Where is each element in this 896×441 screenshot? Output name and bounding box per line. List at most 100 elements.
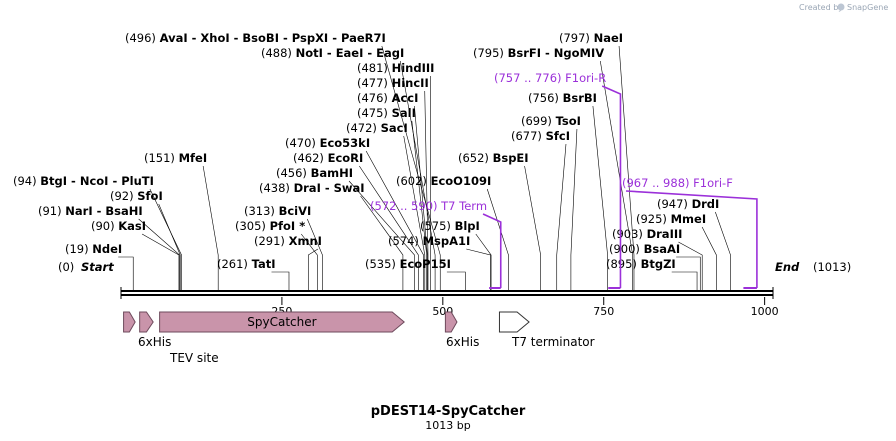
primer-range: (572 .. 590) xyxy=(370,199,441,213)
site-separator: - xyxy=(321,181,334,195)
site-label: (797) NaeI xyxy=(559,31,623,45)
site-label: (92) SfoI xyxy=(110,189,163,203)
site-separator: - xyxy=(93,204,106,218)
primer-label: (757 .. 776) F1ori-R xyxy=(494,71,606,85)
site-leader-line xyxy=(359,165,419,290)
site-label: (472) SacI xyxy=(346,121,408,135)
enzyme-name: DraI xyxy=(294,181,321,195)
feature-arrow xyxy=(159,311,405,333)
site-leader-line xyxy=(556,143,567,290)
site-separator: - xyxy=(188,31,201,45)
enzyme-name: EaeI xyxy=(336,46,364,60)
site-position: (496) xyxy=(125,31,160,45)
site-label: (481) HindIII xyxy=(357,61,434,75)
enzyme-name: XhoI xyxy=(200,31,229,45)
cut-site-lines xyxy=(118,45,731,290)
tick-label: 750 xyxy=(593,305,614,318)
site-position: (795) xyxy=(473,46,508,60)
feature-arrow xyxy=(498,311,530,333)
site-leader-line xyxy=(307,248,319,290)
site-label: (91) NarI - BsaHI xyxy=(38,204,143,218)
enzyme-name: NaeI xyxy=(594,31,623,45)
enzyme-name: BtgI xyxy=(40,174,67,188)
feature-label: 6xHis xyxy=(446,335,479,349)
primer-name: F1ori-F xyxy=(693,176,733,190)
site-position: (652) xyxy=(458,151,493,165)
feature-arrow xyxy=(444,311,458,333)
enzyme-name: EcoRI xyxy=(328,151,364,165)
site-label: (900) BsaAI xyxy=(609,242,680,256)
site-leader-line xyxy=(466,248,491,290)
site-position: (90) xyxy=(91,219,118,233)
enzyme-name: BlpI xyxy=(455,219,480,233)
site-separator: - xyxy=(230,31,243,45)
site-position: (488) xyxy=(261,46,296,60)
site-leader-line xyxy=(118,256,134,290)
enzyme-name: BspEI xyxy=(493,151,529,165)
site-label: (305) PfoI * xyxy=(235,219,305,233)
enzyme-name: SalI xyxy=(392,106,416,120)
site-position: (481) xyxy=(357,61,392,75)
site-leader-line xyxy=(446,271,466,290)
site-position: (151) xyxy=(144,151,179,165)
enzyme-name: Eco53kI xyxy=(320,136,371,150)
site-leader-line xyxy=(618,45,635,290)
site-label: (677) SfcI xyxy=(511,129,570,143)
site-leader-line xyxy=(365,150,424,290)
site-position: (472) xyxy=(346,121,381,135)
site-leader-line xyxy=(676,256,701,290)
site-leader-line xyxy=(141,233,180,290)
site-separator: - xyxy=(541,46,554,60)
site-position: (475) xyxy=(357,106,392,120)
end-position: (1013) xyxy=(813,260,851,274)
site-position: (476) xyxy=(357,91,392,105)
snapgene-watermark: Created by SnapGene xyxy=(799,3,888,12)
enzyme-name: NcoI xyxy=(80,174,109,188)
site-label: (947) DrdI xyxy=(657,197,719,211)
site-leader-line xyxy=(715,211,731,290)
site-position: (313) xyxy=(244,204,279,218)
site-position: (699) xyxy=(521,114,556,128)
site-label: (795) BsrFI - NgoMIV xyxy=(473,46,604,60)
enzyme-name: XmnI xyxy=(289,234,322,248)
backbone xyxy=(120,287,774,299)
enzyme-name: BsaAI xyxy=(644,242,681,256)
enzyme-name: BamHI xyxy=(311,166,353,180)
site-position: (438) xyxy=(259,181,294,195)
site-label: (488) NotI - EaeI - EagI xyxy=(261,46,404,60)
site-position: (462) xyxy=(293,151,328,165)
enzyme-name: AccI xyxy=(392,91,419,105)
site-leader-line xyxy=(592,105,608,290)
site-position: (535) xyxy=(365,257,400,271)
enzyme-name: MspA1I xyxy=(423,234,471,248)
site-leader-line xyxy=(475,233,492,290)
site-position: (900) xyxy=(609,242,644,256)
site-leader-line xyxy=(138,218,180,290)
site-position: (677) xyxy=(511,129,546,143)
site-label: (925) MmeI xyxy=(636,212,706,226)
site-leader-line xyxy=(701,226,717,290)
site-position: (291) xyxy=(254,234,289,248)
primer-range: (967 .. 988) xyxy=(622,176,693,190)
enzyme-name: HincII xyxy=(392,76,429,90)
site-leader-line xyxy=(678,241,703,290)
site-leader-line xyxy=(202,165,219,290)
site-label: (470) Eco53kI xyxy=(285,136,370,150)
site-position: (903) xyxy=(612,227,647,241)
feature-label: 6xHis xyxy=(138,335,171,349)
primer-leader-line xyxy=(625,190,758,288)
primer-label: (967 .. 988) F1ori-F xyxy=(622,176,733,190)
site-label: (535) EcoP15I xyxy=(365,257,451,271)
site-label: (574) MspA1I xyxy=(388,234,470,248)
site-leader-line xyxy=(486,188,509,290)
site-position: (574) xyxy=(388,234,423,248)
site-position: (19) xyxy=(65,242,92,256)
enzyme-name: AvaI xyxy=(160,31,188,45)
primer-leader-line xyxy=(601,85,622,288)
site-position: (925) xyxy=(636,212,671,226)
enzyme-name: BsrBI xyxy=(563,91,597,105)
end-label: End xyxy=(775,260,800,274)
primer-label: (572 .. 590) T7 Term xyxy=(370,199,487,213)
site-separator: - xyxy=(363,46,376,60)
